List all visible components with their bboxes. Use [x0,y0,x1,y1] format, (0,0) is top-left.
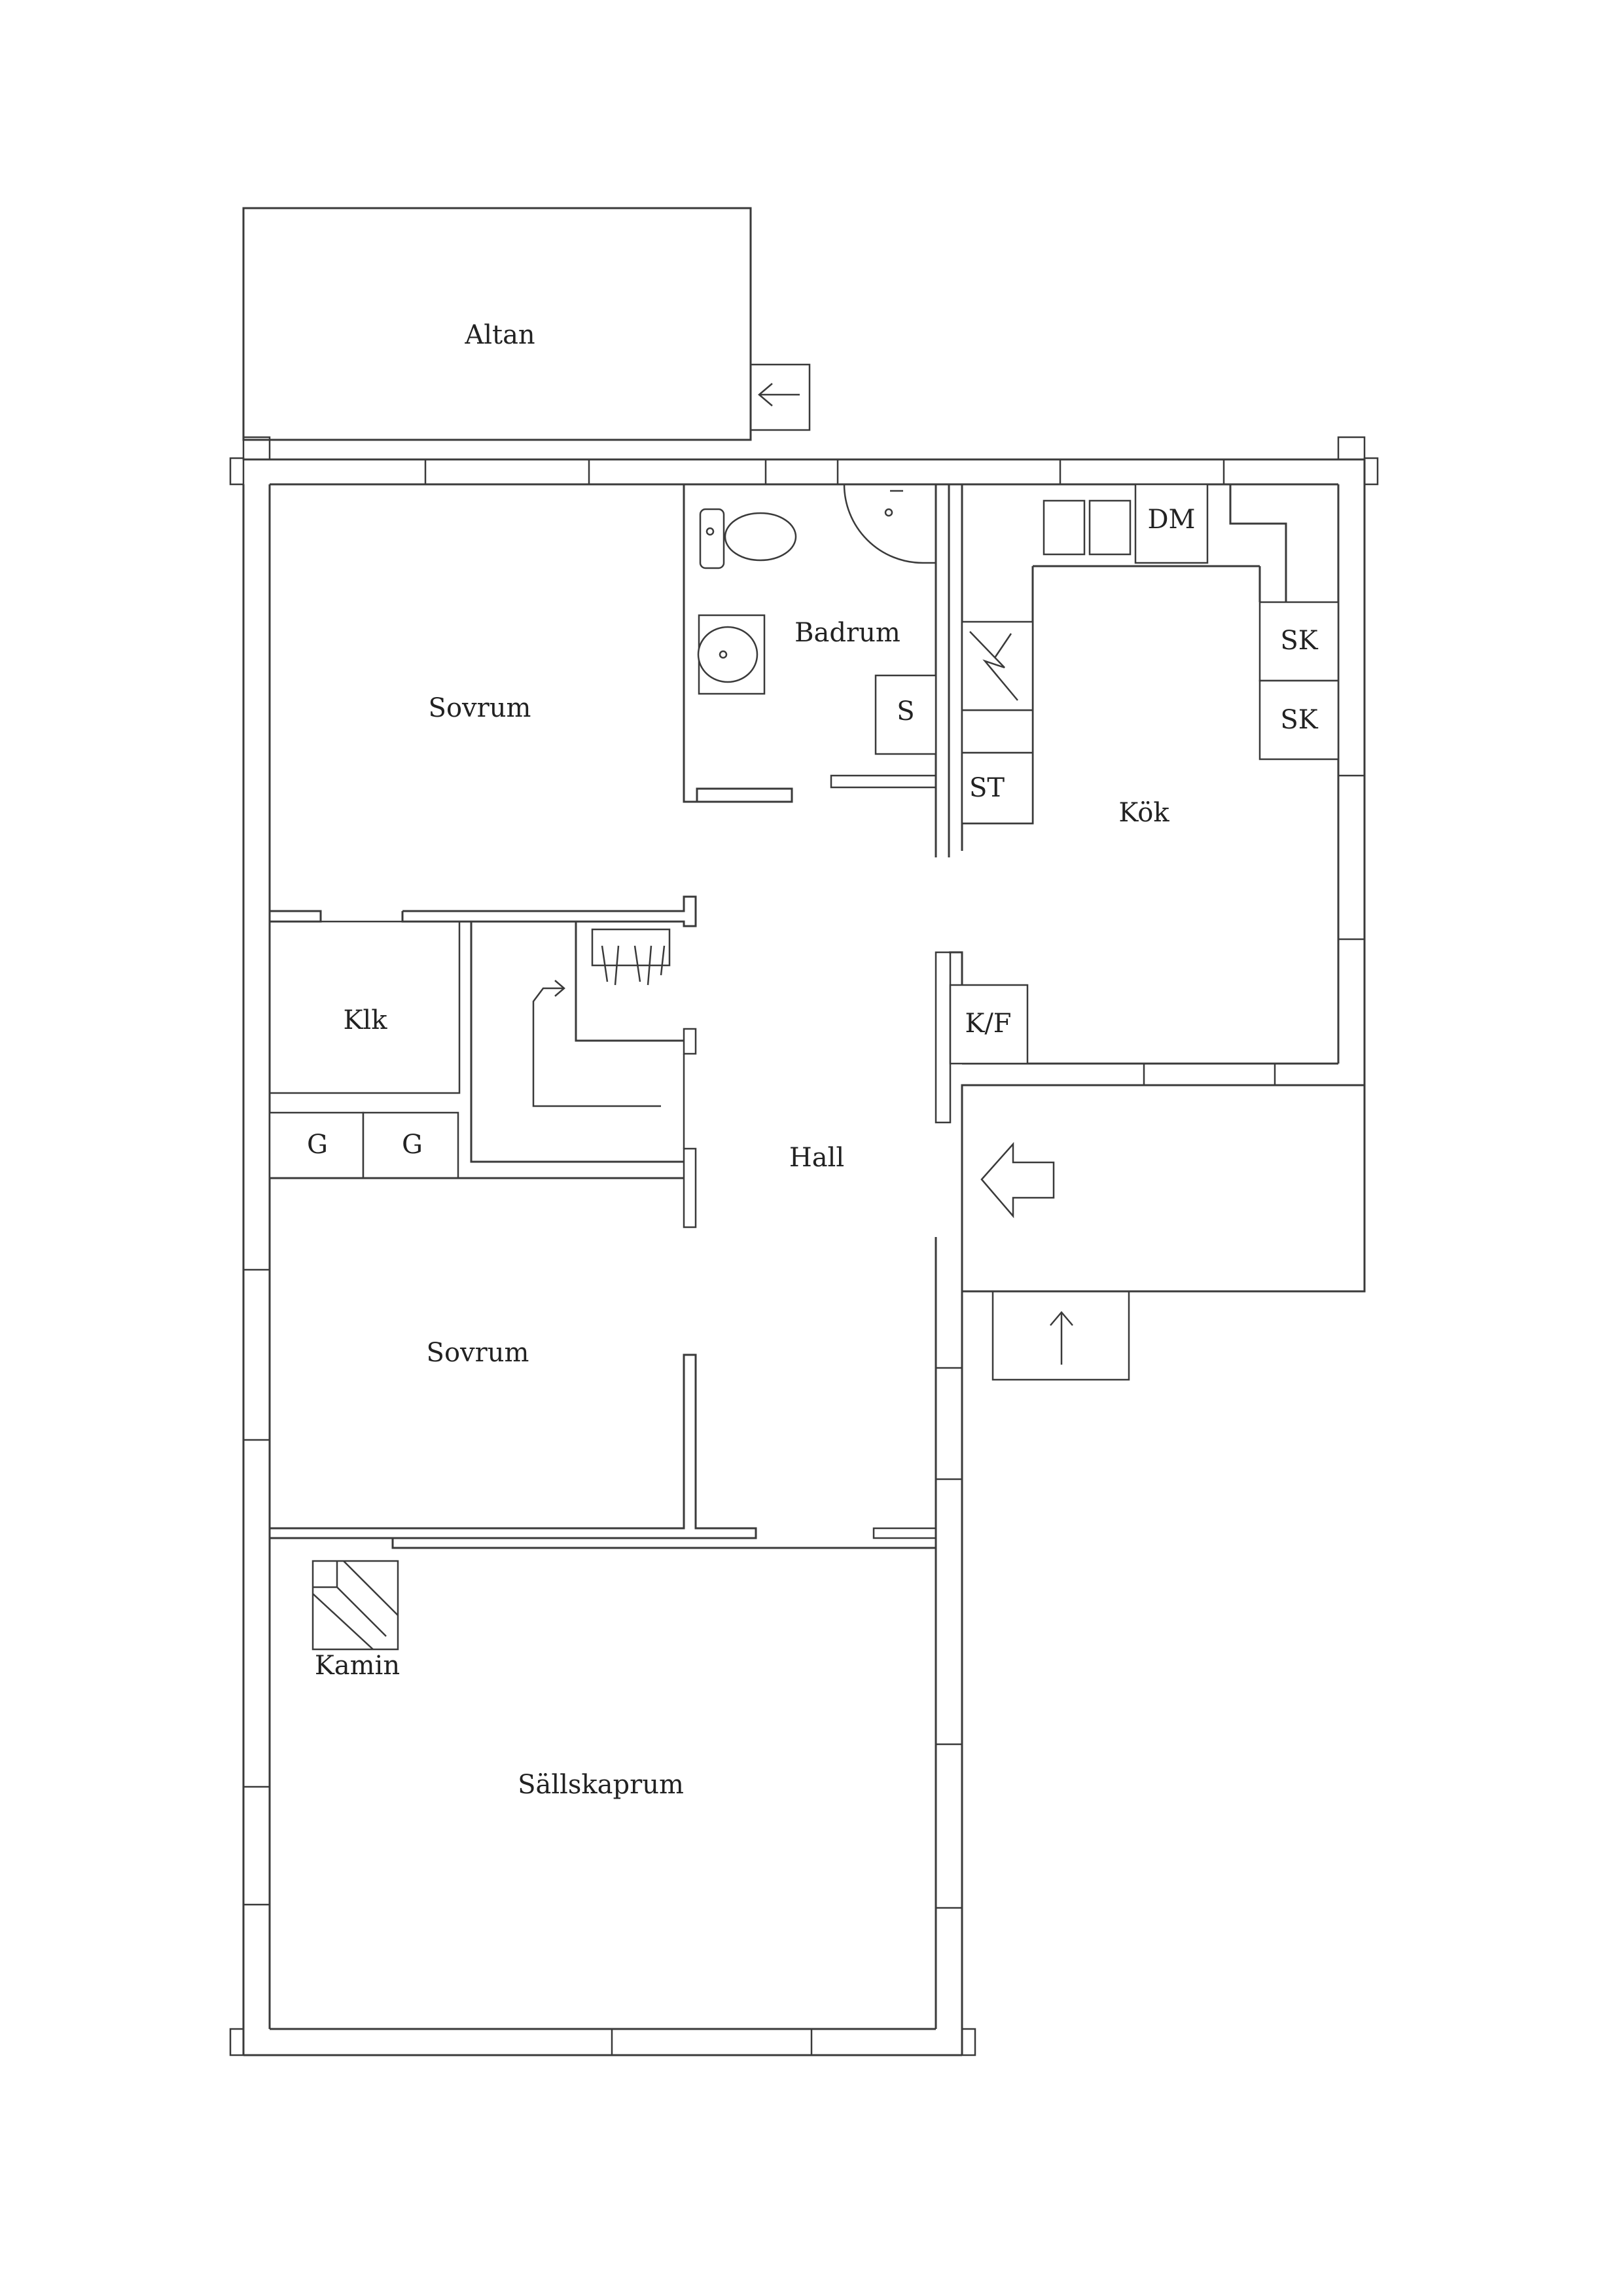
room-badrum: Badrum [794,618,901,648]
arrow-up-icon [1050,1311,1073,1365]
stairs [532,928,671,1107]
outer-walls [229,436,1379,2056]
room-sallskaprum: Sällskaprum [518,1770,684,1800]
label-st: ST [969,773,1005,803]
entrance-porch [961,1084,1366,1381]
label-sk-1: SK [1280,626,1318,656]
label-kf: K/F [965,1009,1011,1039]
stair-arrow-icon [532,987,661,1107]
room-sovrum-1: Sovrum [429,693,531,723]
sk-cabinet-1 [1258,601,1340,682]
dm-cabinet [1134,483,1209,564]
label-dm: DM [1147,505,1195,535]
label-s: S [897,696,914,726]
arrow-left-icon [758,383,800,406]
label-g-2: G [402,1130,423,1160]
sink-icon [697,614,766,695]
room-hall: Hall [789,1143,844,1173]
s-cabinet [874,674,937,755]
stove-icon [961,620,1034,711]
shower-icon [843,484,936,564]
room-labels: Altan Badrum Sovrum Kök Klk Hall Sovrum … [315,320,1169,1800]
interior-walls [268,484,963,1549]
label-g-1: G [307,1130,328,1160]
bathroom-fixtures [697,484,937,755]
room-altan: Altan [464,320,535,350]
entrance-arrow-icon [980,1141,1055,1219]
room-kok: Kök [1118,798,1169,828]
kf-cabinet [949,984,1029,1065]
fixture-labels: DM SK SK S ST K/F G G [307,505,1319,1160]
kitchen-fixtures [949,483,1340,1065]
label-sk-2: SK [1280,705,1318,735]
fireplace-icon [312,1560,399,1651]
room-kamin: Kamin [315,1651,400,1681]
room-klk: Klk [344,1005,388,1035]
toilet-icon [699,508,797,569]
st-cabinet [961,751,1034,825]
altan-deck [242,207,811,441]
room-sovrum-2: Sovrum [427,1338,529,1368]
sk-cabinet-2 [1258,679,1340,761]
